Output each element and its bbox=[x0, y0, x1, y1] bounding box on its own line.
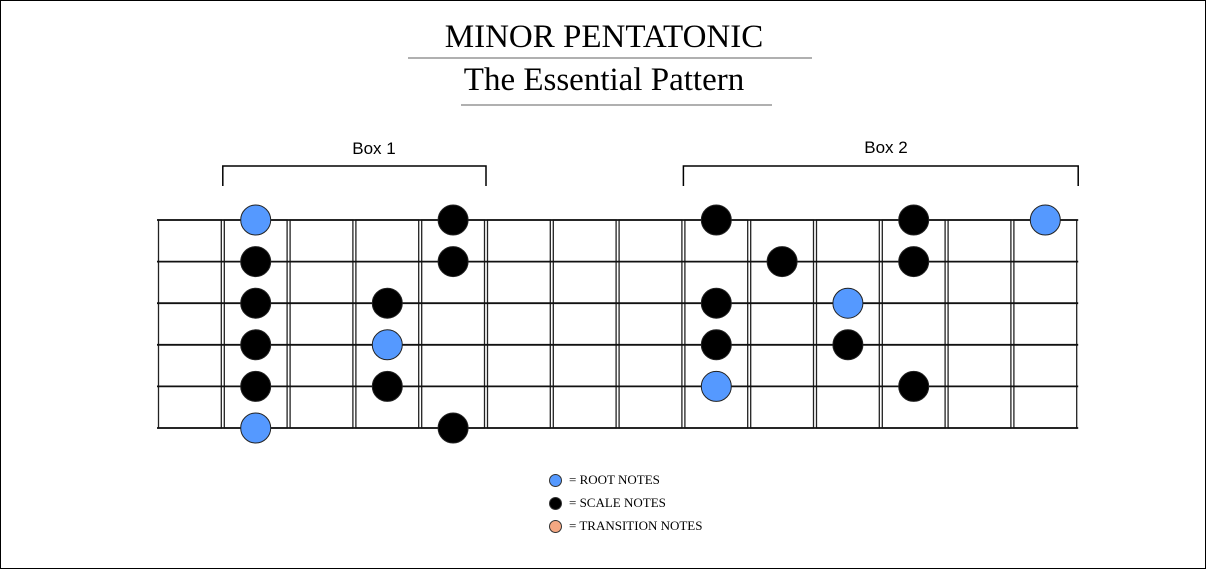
root-note-swatch bbox=[549, 473, 562, 487]
fret-cell bbox=[552, 219, 617, 429]
fret-cell bbox=[289, 219, 354, 429]
scale-note bbox=[898, 246, 930, 278]
scale-note bbox=[371, 370, 403, 402]
legend-transition: = TRANSITION NOTES bbox=[549, 518, 702, 534]
fret-cell bbox=[486, 219, 551, 429]
scale-note bbox=[898, 370, 930, 402]
scale-note bbox=[437, 412, 469, 444]
box-2-label: Box 2 bbox=[864, 138, 908, 157]
scale-note bbox=[898, 204, 930, 236]
legend-root-label: = ROOT NOTES bbox=[569, 472, 660, 487]
fret-cell bbox=[1013, 219, 1078, 429]
scale-note-swatch bbox=[549, 496, 562, 510]
scale-note bbox=[371, 287, 403, 319]
scale-note bbox=[437, 246, 469, 278]
scale-note bbox=[832, 329, 864, 361]
title: MINOR PENTATONIC bbox=[444, 19, 764, 55]
box-1-label: Box 1 bbox=[352, 139, 396, 158]
root-note bbox=[371, 329, 403, 361]
scale-note bbox=[240, 370, 272, 402]
fret-cell bbox=[618, 219, 683, 429]
title-underline bbox=[408, 57, 812, 59]
scale-note bbox=[766, 246, 798, 278]
root-note bbox=[1029, 204, 1061, 236]
scale-note bbox=[240, 287, 272, 319]
subtitle-underline bbox=[461, 104, 772, 106]
transition-note-swatch bbox=[549, 519, 562, 533]
scale-note bbox=[700, 287, 732, 319]
legend-scale: = SCALE NOTES bbox=[549, 495, 666, 511]
legend-root: = ROOT NOTES bbox=[549, 472, 660, 488]
scale-note bbox=[700, 329, 732, 361]
legend-scale-label: = SCALE NOTES bbox=[569, 495, 666, 510]
scale-note bbox=[240, 329, 272, 361]
fret-cell bbox=[157, 219, 222, 429]
root-note bbox=[240, 412, 272, 444]
subtitle: The Essential Pattern bbox=[463, 62, 745, 98]
root-note bbox=[700, 370, 732, 402]
box-2-bracket bbox=[682, 165, 1079, 186]
root-note bbox=[832, 287, 864, 319]
root-note bbox=[240, 204, 272, 236]
fret-cell bbox=[815, 219, 880, 429]
scale-note bbox=[437, 204, 469, 236]
fret-cell bbox=[947, 219, 1012, 429]
scale-note bbox=[240, 246, 272, 278]
scale-note bbox=[700, 204, 732, 236]
legend-transition-label: = TRANSITION NOTES bbox=[569, 518, 703, 533]
box-1-bracket bbox=[222, 165, 487, 186]
